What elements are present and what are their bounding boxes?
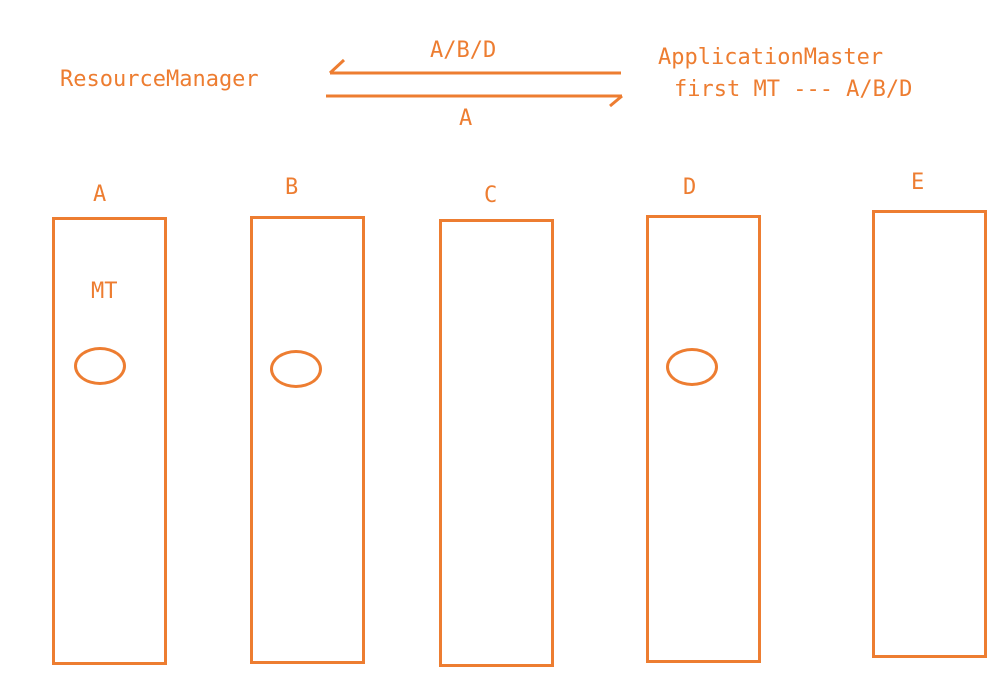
application-master-note: first MT --- A/B/D: [674, 77, 913, 102]
node-e-label: E: [911, 170, 925, 195]
node-c-box: [439, 219, 554, 667]
resource-manager-label: ResourceManager: [60, 67, 259, 92]
node-a-task-oval: [74, 347, 126, 385]
node-a-task-label: MT: [91, 279, 118, 304]
response-arrow-label: A: [459, 106, 473, 131]
node-d-label: D: [683, 175, 697, 200]
response-arrow: [326, 94, 623, 108]
node-a-label: A: [93, 182, 107, 207]
node-d-box: [646, 215, 761, 663]
node-e-box: [872, 210, 987, 658]
node-c-label: C: [484, 183, 498, 208]
request-arrow: [328, 58, 621, 75]
node-b-label: B: [285, 175, 299, 200]
node-d-task-oval: [666, 348, 718, 386]
application-master-label: ApplicationMaster: [658, 45, 884, 70]
node-b-task-oval: [270, 350, 322, 388]
node-a-box: [52, 217, 167, 665]
node-b-box: [250, 216, 365, 664]
request-arrow-label: A/B/D: [430, 38, 497, 63]
